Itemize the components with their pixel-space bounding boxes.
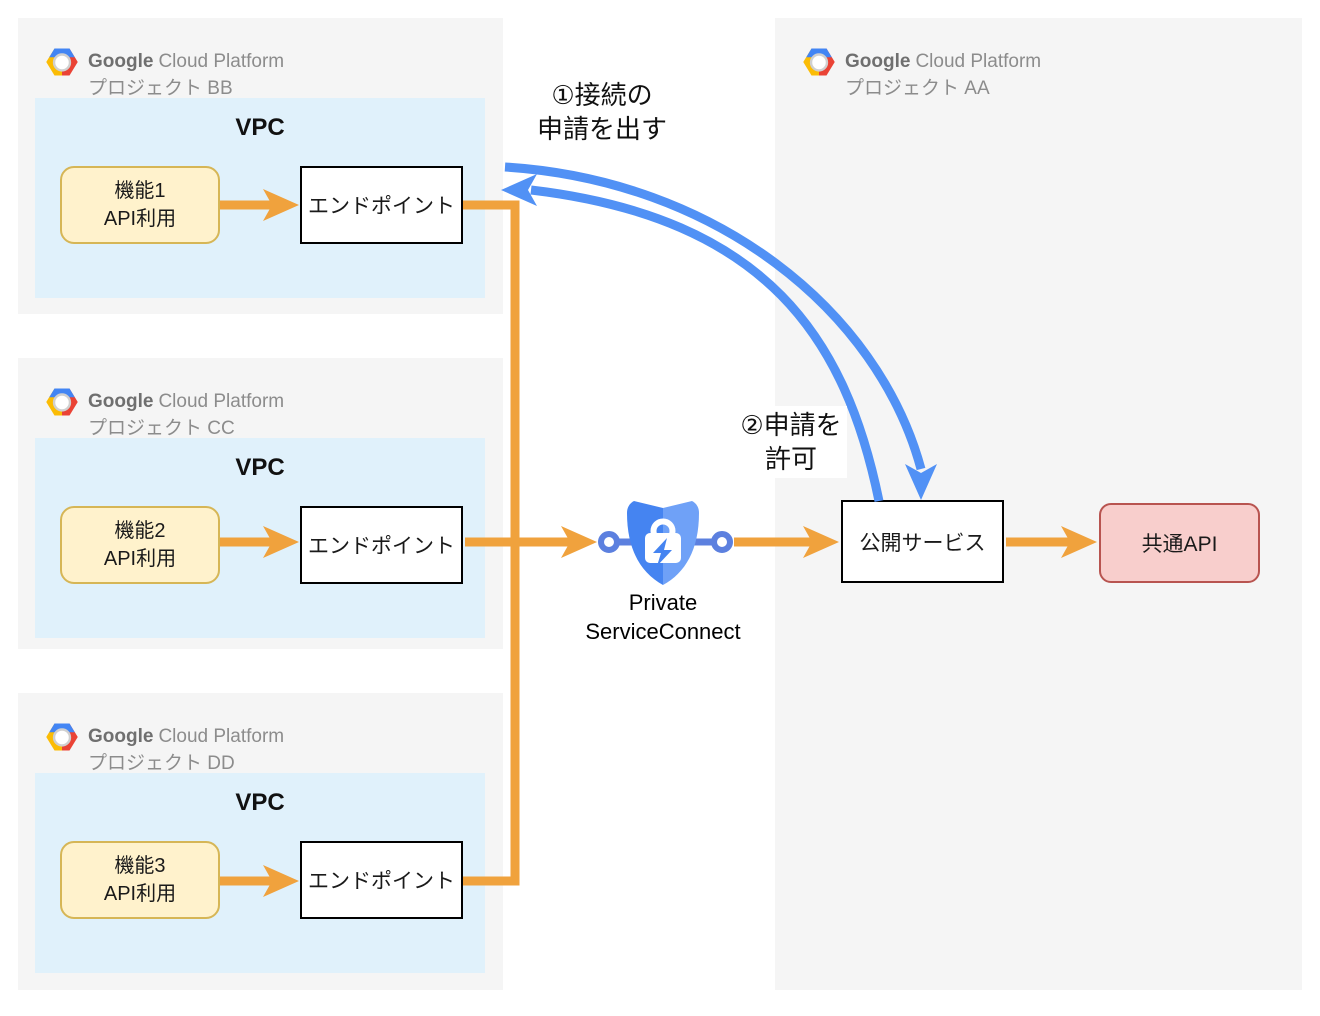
psc-lock-body — [645, 533, 681, 563]
brand-cloud-platform: Cloud Platform — [915, 51, 1042, 72]
brand-cloud-platform: Cloud Platform — [158, 391, 285, 412]
vpc-label: VPC — [235, 114, 285, 141]
psc-shield-right — [663, 501, 699, 585]
shared-api-label: 共通API — [1141, 533, 1218, 556]
function2-box: 機能2 API利用 — [60, 506, 220, 584]
psc-caption: Private ServiceConnect — [543, 588, 783, 646]
gcp-logo-icon — [803, 48, 835, 76]
psc-lightning-bolt — [653, 538, 672, 566]
vpc-label: VPC — [235, 454, 285, 481]
psc-caption-line2: ServiceConnect — [585, 619, 741, 644]
function-name: 機能1 — [114, 180, 166, 202]
step1-annotation: ①接続の 申請を出す — [492, 78, 712, 146]
psc-shield-left — [627, 501, 663, 585]
function-role: API利用 — [103, 208, 177, 230]
endpoint-label: エンドポイント — [308, 535, 455, 558]
step1-line1: ①接続の — [551, 80, 653, 110]
project-subtitle: プロジェクト DD — [88, 753, 235, 774]
arrowhead-psc — [561, 526, 597, 558]
function1-box: 機能1 API利用 — [60, 166, 220, 244]
function-name: 機能2 — [114, 520, 166, 542]
arrowhead-step2-left — [501, 174, 537, 206]
endpoint-label: エンドポイント — [308, 870, 455, 893]
vpc-label: VPC — [235, 789, 285, 816]
step2-line1: ②申請を — [740, 410, 842, 440]
private-service-connect-icon — [598, 501, 733, 585]
project-subtitle: プロジェクト BB — [88, 78, 233, 99]
vpc-box-cc: VPC 機能2 API利用 エンドポイント — [35, 438, 485, 638]
brand-cloud-platform: Cloud Platform — [158, 726, 285, 747]
step2-annotation: ②申請を 許可 — [735, 406, 847, 478]
endpoint-box-cc: エンドポイント — [300, 506, 463, 584]
gcp-logo-icon — [46, 48, 78, 76]
function-role: API利用 — [103, 883, 177, 905]
psc-right-node-circle — [711, 531, 733, 553]
endpoint-box-bb: エンドポイント — [300, 166, 463, 244]
gcp-logo-icon — [46, 723, 78, 751]
psc-lock-shackle — [650, 518, 676, 544]
brand-google: Google — [845, 51, 911, 72]
project-subtitle: プロジェクト AA — [845, 78, 990, 99]
brand-google: Google — [88, 391, 154, 412]
function-name: 機能3 — [114, 855, 166, 877]
gcp-logo-icon — [46, 388, 78, 416]
vpc-box-dd: VPC 機能3 API利用 エンドポイント — [35, 773, 485, 973]
shared-api-box: 共通API — [1099, 503, 1260, 583]
endpoint-label: エンドポイント — [308, 195, 455, 218]
vpc-box-bb: VPC 機能1 API利用 エンドポイント — [35, 98, 485, 298]
function3-box: 機能3 API利用 — [60, 841, 220, 919]
brand-google: Google — [88, 51, 154, 72]
step2-line2: 許可 — [764, 444, 817, 474]
brand-google: Google — [88, 726, 154, 747]
psc-caption-line1: Private — [628, 590, 698, 615]
project-subtitle: プロジェクト CC — [88, 418, 235, 439]
published-service-label: 公開サービス — [859, 531, 986, 555]
published-service-box: 公開サービス — [841, 500, 1004, 583]
psc-left-node-circle — [598, 531, 620, 553]
function-role: API利用 — [103, 548, 177, 570]
endpoint-box-dd: エンドポイント — [300, 841, 463, 919]
brand-cloud-platform: Cloud Platform — [158, 51, 285, 72]
step1-line2: 申請を出す — [536, 114, 667, 144]
